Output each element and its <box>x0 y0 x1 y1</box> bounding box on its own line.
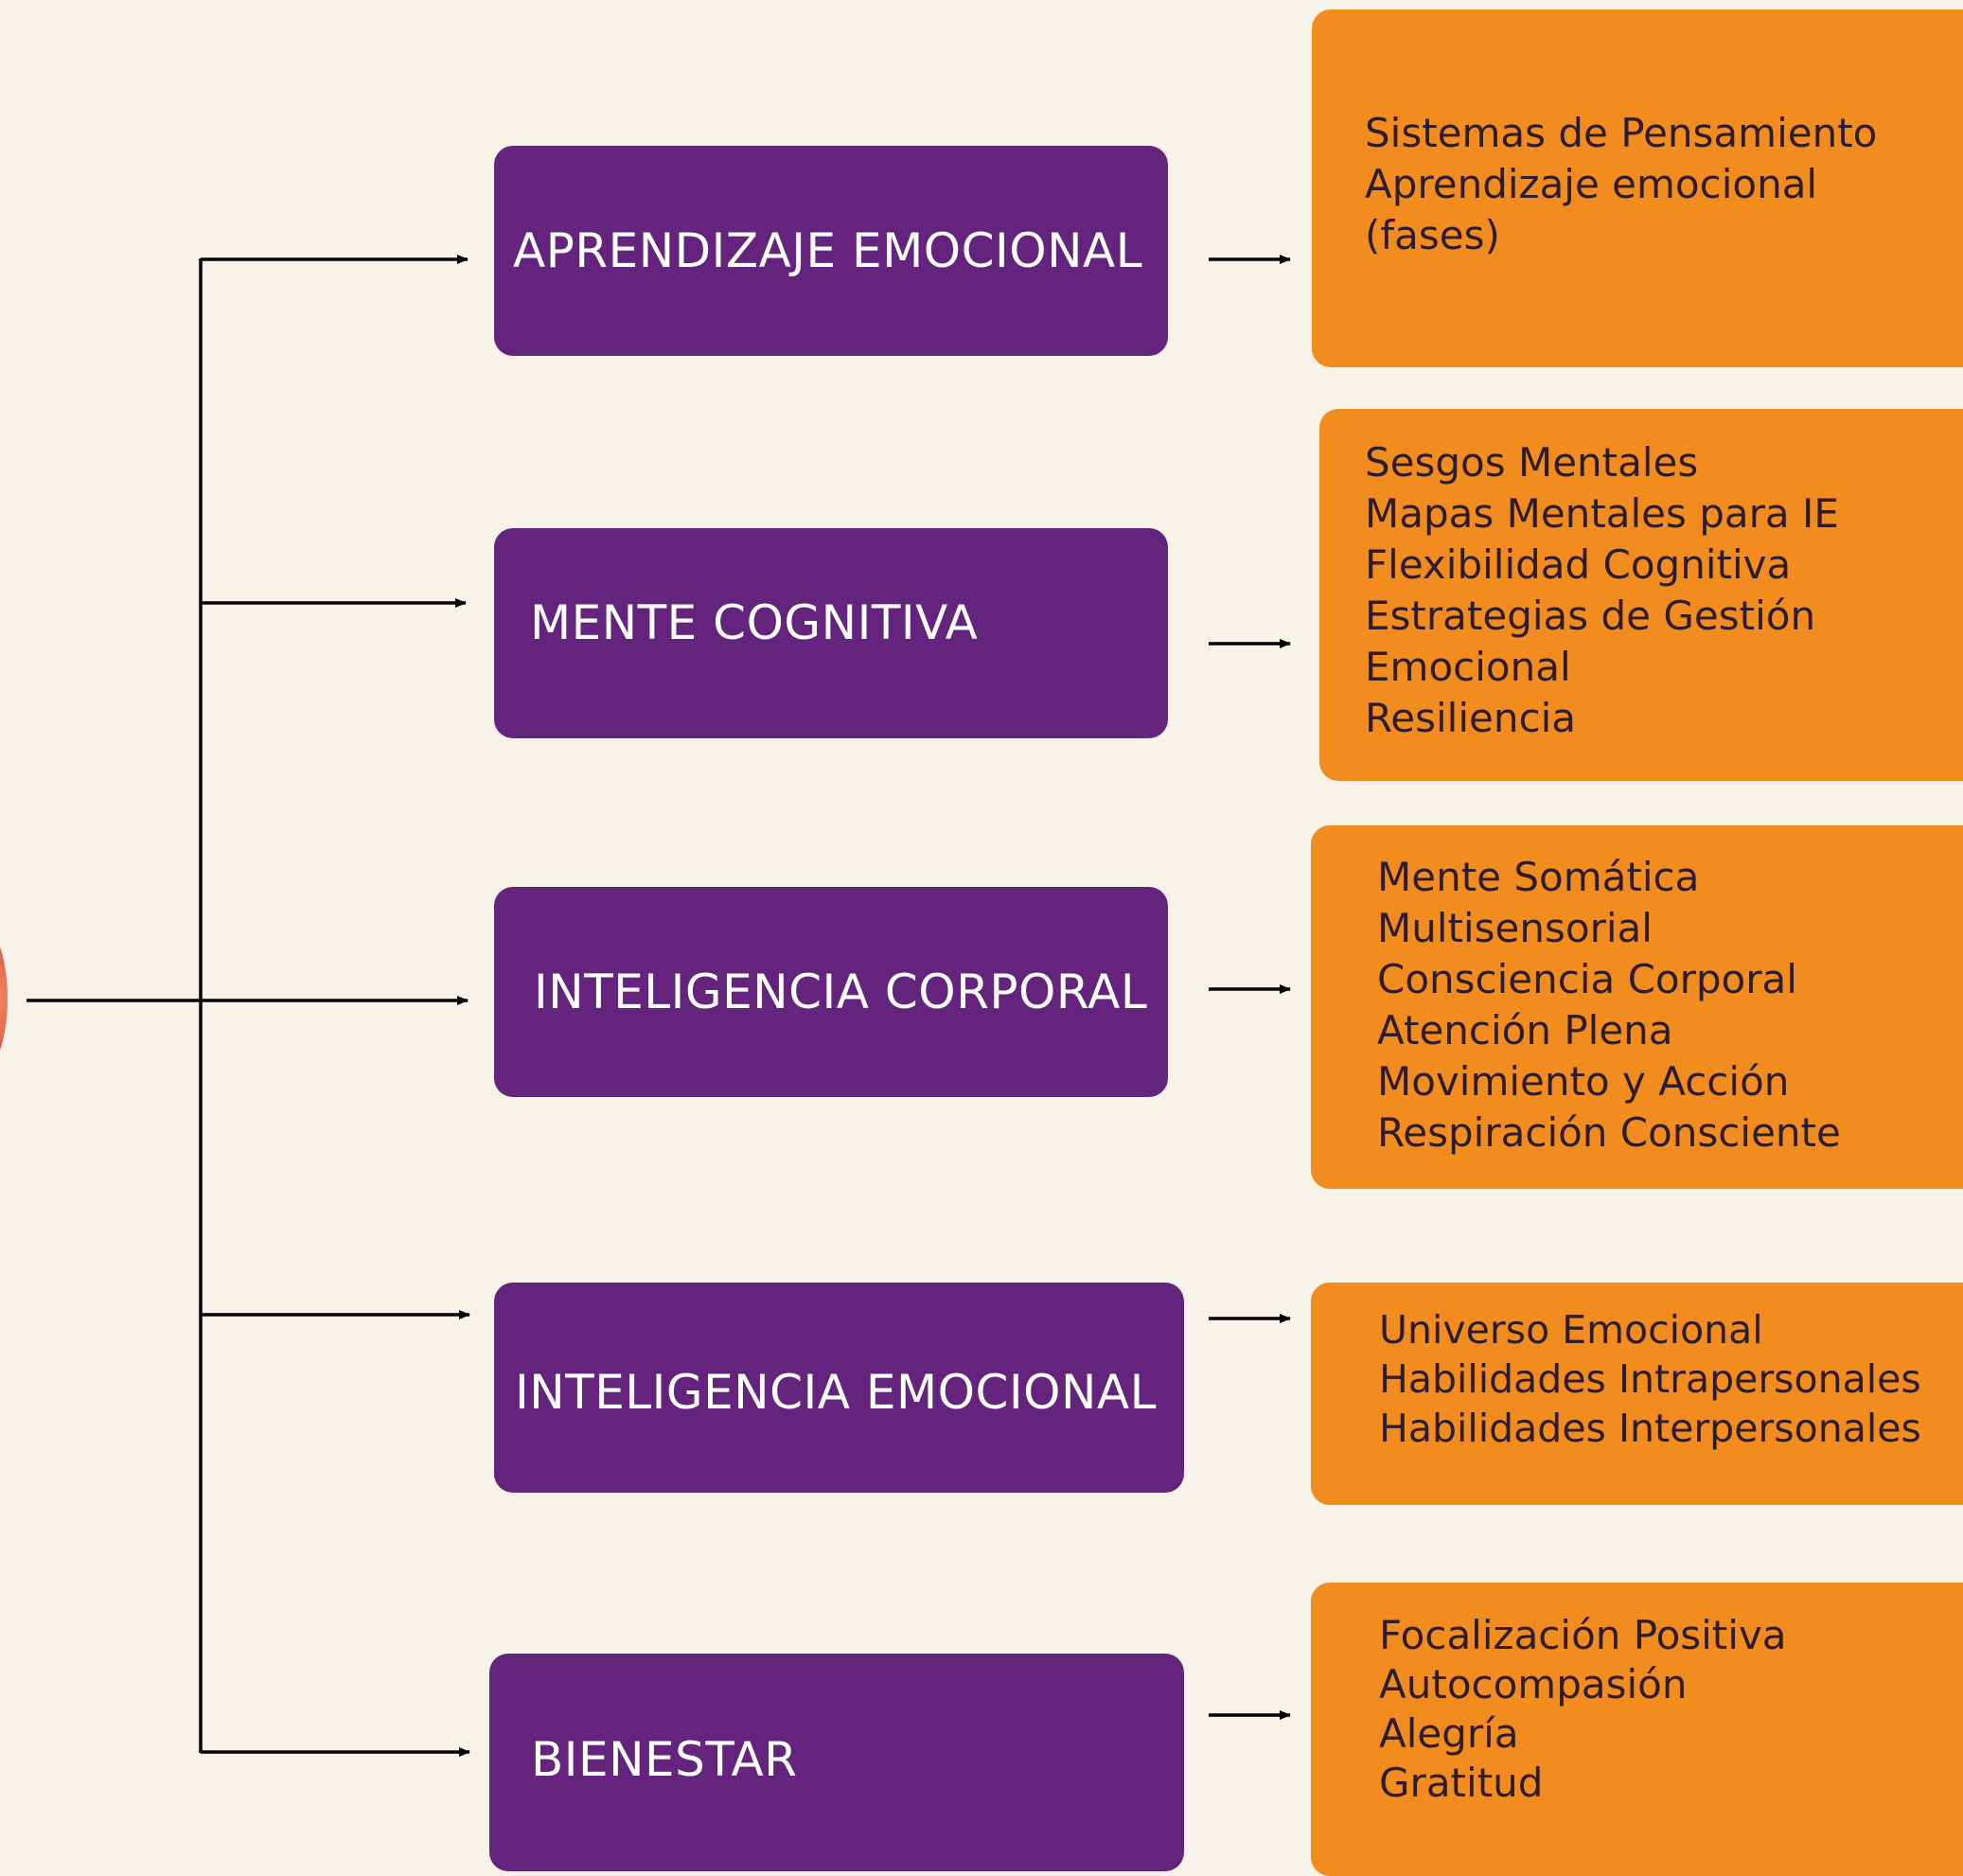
detail-item: Universo Emocional <box>1379 1307 1763 1353</box>
detail-item: Flexibilidad Cognitiva <box>1365 541 1792 588</box>
category-box-inteligencia-corporal: INTELIGENCIA CORPORAL <box>494 887 1168 1097</box>
detail-box-mente-cognitiva: Sesgos Mentales Mapas Mentales para IE F… <box>1319 409 1963 781</box>
detail-item: Atención Plena <box>1377 1007 1673 1053</box>
detail-item: Mente Somática <box>1377 854 1700 900</box>
detail-item: Movimiento y Acción <box>1377 1058 1790 1105</box>
detail-box-inteligencia-corporal: Mente Somática Multisensorial Conscienci… <box>1311 825 1963 1189</box>
detail-box-inteligencia-emocional: Universo Emocional Habilidades Intrapers… <box>1311 1283 1963 1505</box>
category-box-aprendizaje-emocional: APRENDIZAJE EMOCIONAL <box>494 146 1168 356</box>
detail-item: Respiración Consciente <box>1377 1109 1841 1156</box>
category-label: APRENDIZAJE EMOCIONAL <box>513 223 1143 278</box>
detail-item: Autocompasión <box>1379 1661 1688 1708</box>
detail-item: Emocional <box>1365 644 1571 690</box>
detail-item: Consciencia Corporal <box>1377 956 1797 1002</box>
detail-item: Sistemas de Pensamiento <box>1365 110 1878 156</box>
detail-item: Sesgos Mentales <box>1365 439 1699 486</box>
detail-box-bienestar: Focalización Positiva Autocompasión Aleg… <box>1311 1583 1963 1876</box>
detail-list: Sesgos Mentales Mapas Mentales para IE F… <box>1365 437 1963 744</box>
detail-item: Habilidades Intrapersonales <box>1379 1356 1921 1402</box>
detail-list: Universo Emocional Habilidades Intrapers… <box>1379 1305 1963 1453</box>
detail-list: Sistemas de Pensamiento Aprendizaje emoc… <box>1365 108 1963 261</box>
detail-list: Mente Somática Multisensorial Conscienci… <box>1377 852 1963 1159</box>
category-label: BIENESTAR <box>531 1732 798 1787</box>
category-box-bienestar: BIENESTAR <box>489 1654 1184 1871</box>
detail-box-aprendizaje-emocional: Sistemas de Pensamiento Aprendizaje emoc… <box>1312 9 1963 367</box>
detail-item: Habilidades Interpersonales <box>1379 1406 1921 1451</box>
category-box-inteligencia-emocional: INTELIGENCIA EMOCIONAL <box>494 1283 1184 1493</box>
detail-item: Focalización Positiva <box>1379 1612 1787 1658</box>
category-label: INTELIGENCIA CORPORAL <box>534 965 1148 1019</box>
detail-item: Mapas Mentales para IE <box>1365 490 1839 537</box>
detail-item: Resiliencia <box>1365 695 1576 741</box>
detail-item: Aprendizaje emocional <box>1365 161 1818 207</box>
root-node-circle <box>0 918 8 1079</box>
detail-list: Focalización Positiva Autocompasión Aleg… <box>1379 1611 1963 1808</box>
detail-item: Estrategias de Gestión <box>1365 593 1816 639</box>
detail-item: Multisensorial <box>1377 905 1653 951</box>
category-label: INTELIGENCIA EMOCIONAL <box>515 1365 1157 1420</box>
detail-item: Gratitud <box>1379 1760 1544 1806</box>
category-box-mente-cognitiva: MENTE COGNITIVA <box>494 528 1168 738</box>
category-label: MENTE COGNITIVA <box>530 595 979 650</box>
detail-item: Alegría <box>1379 1710 1519 1757</box>
detail-item: (fases) <box>1365 212 1500 258</box>
